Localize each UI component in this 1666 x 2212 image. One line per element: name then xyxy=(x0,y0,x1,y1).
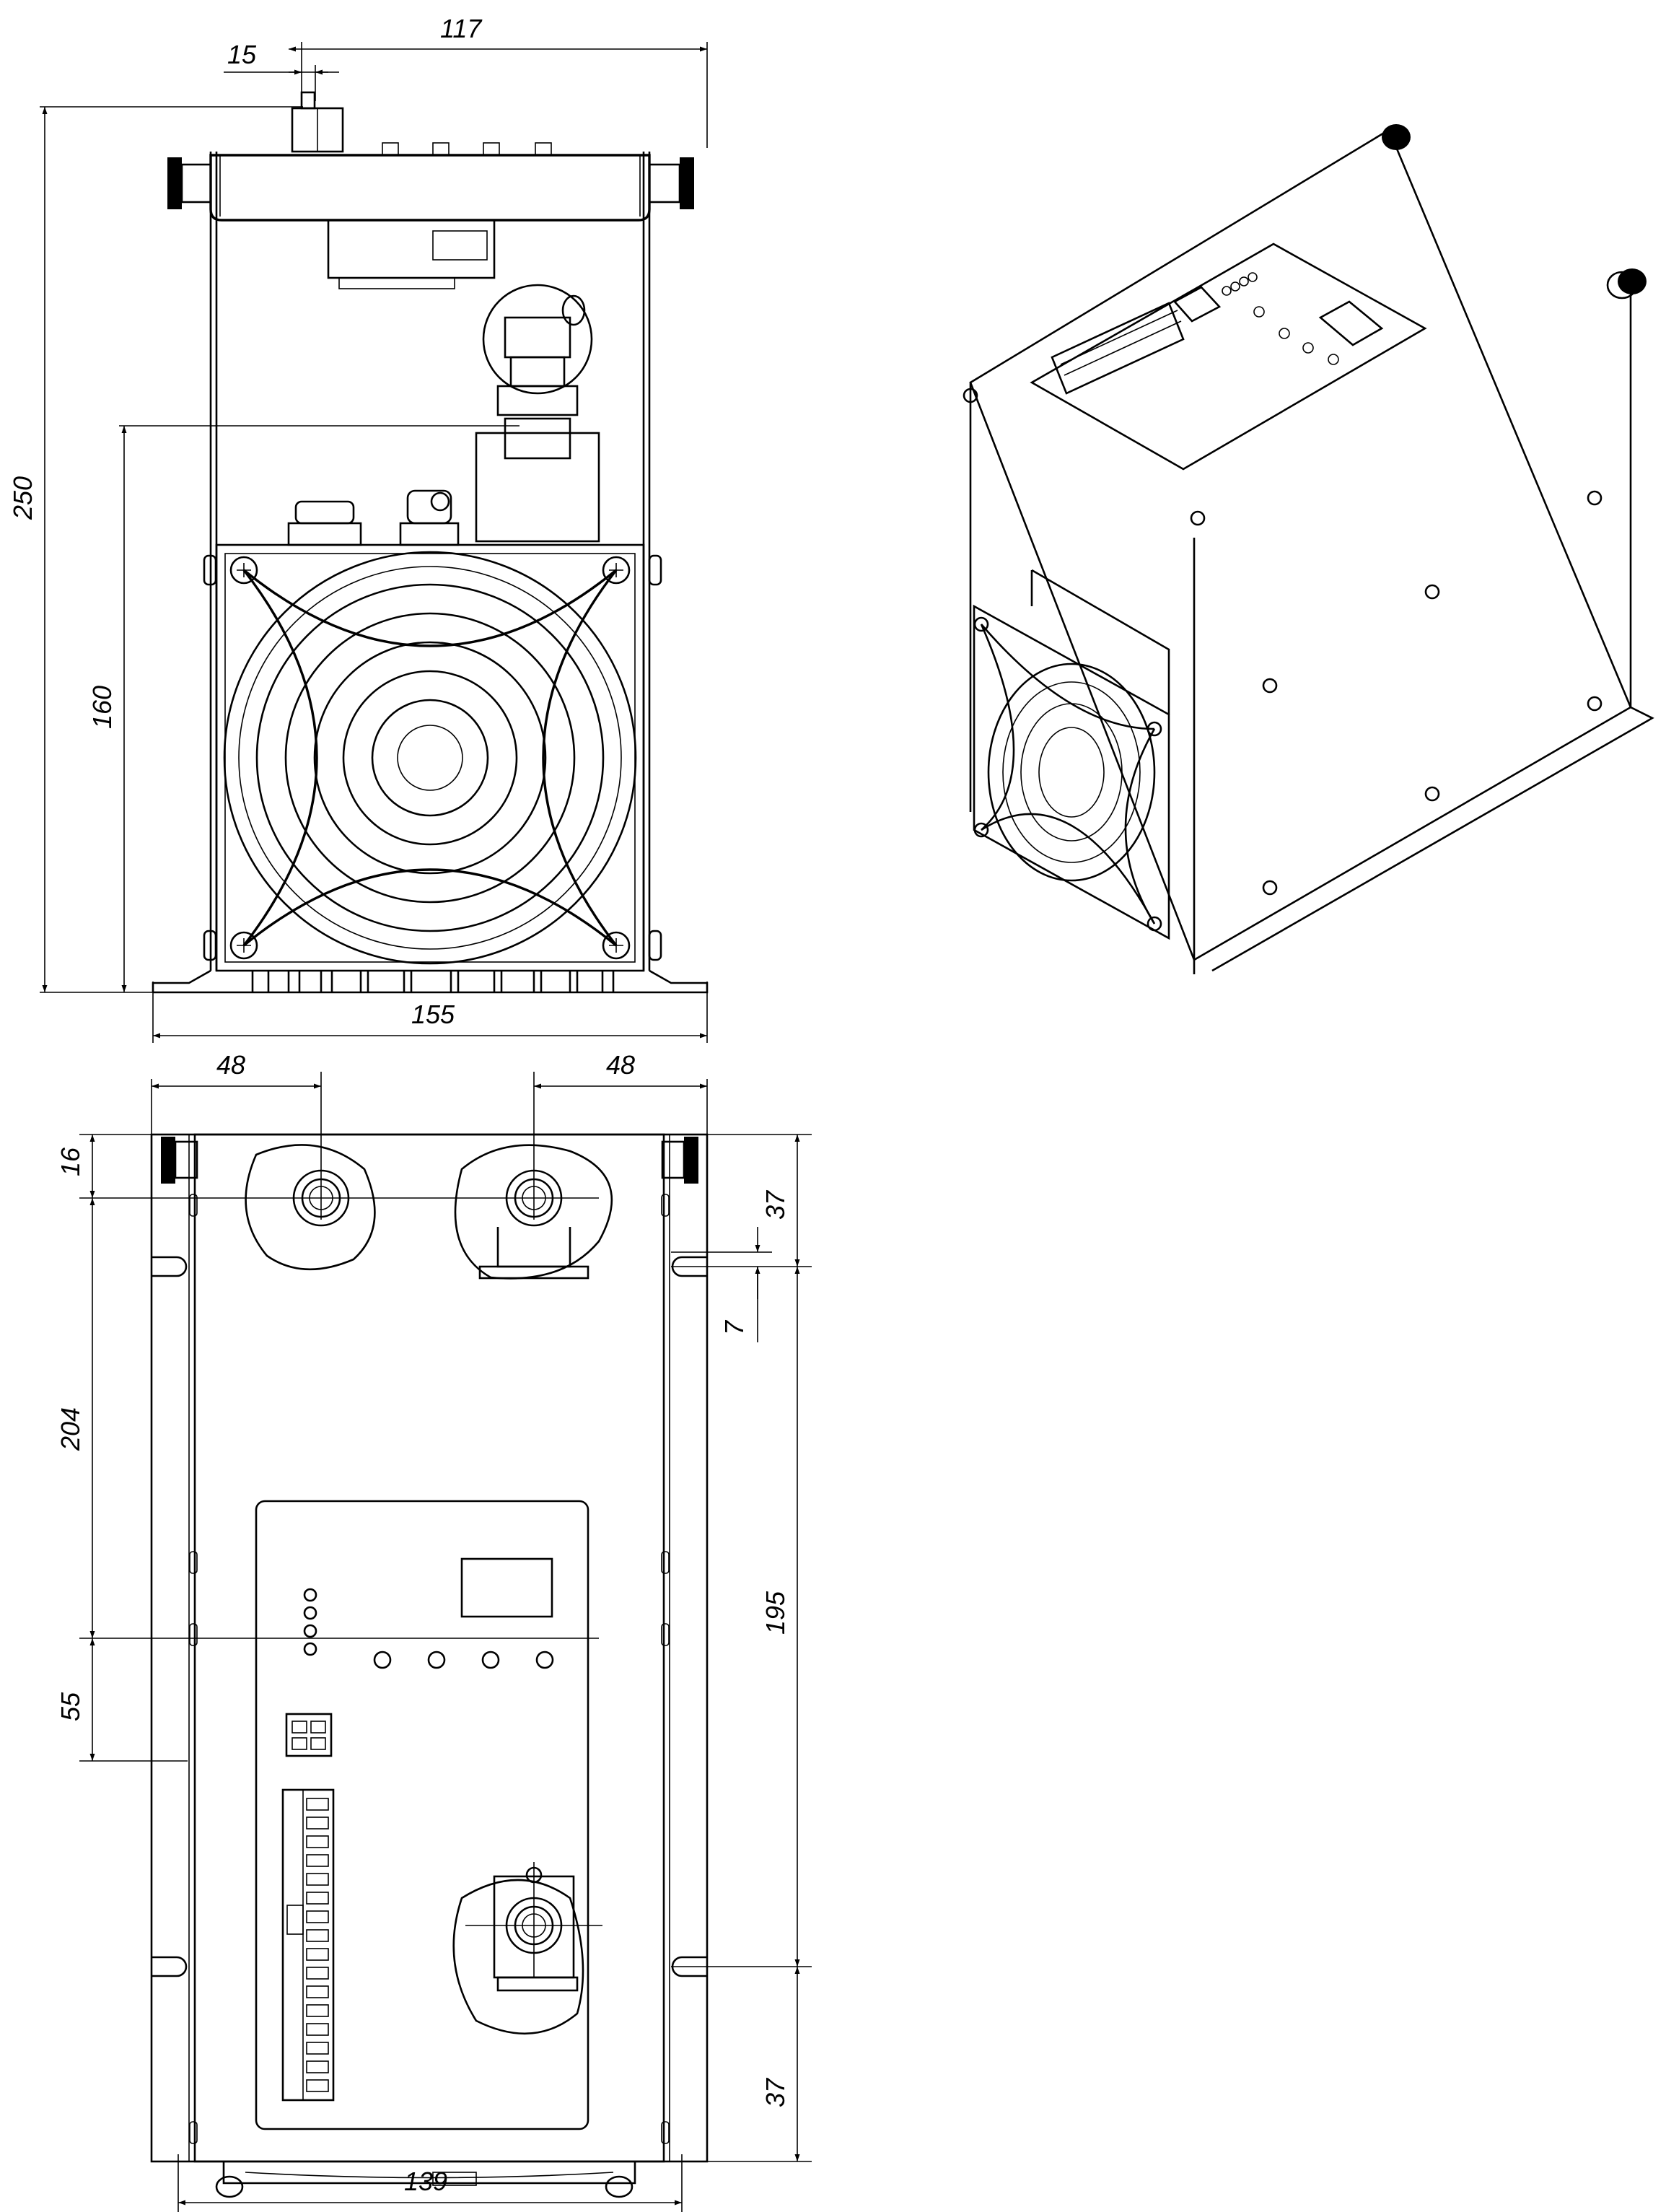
dim-155: 155 xyxy=(152,982,708,1043)
led-indicators xyxy=(303,1588,317,1656)
panel-buttons xyxy=(373,1651,554,1669)
fan-front xyxy=(203,543,662,992)
dim-label-250: 250 xyxy=(8,476,38,520)
terminal-bolt-right xyxy=(454,1144,613,1280)
dim-139: 139 xyxy=(177,2154,683,2212)
terminal-bolt-bottom xyxy=(452,1862,602,2035)
dim-label-16: 16 xyxy=(56,1147,85,1176)
dim-label-55: 55 xyxy=(56,1692,85,1721)
bolt-nut-1 xyxy=(287,500,362,546)
iso-small-connector xyxy=(1172,286,1222,323)
dim-label-204: 204 xyxy=(56,1407,85,1451)
dim-117: 117 xyxy=(289,14,708,148)
dim-48-left: 48 xyxy=(151,1050,322,1220)
dim-160: 160 xyxy=(87,425,519,992)
dim-204: 204 xyxy=(56,1198,599,1639)
dim-label-48-left: 48 xyxy=(216,1050,245,1080)
dim-label-48-right: 48 xyxy=(606,1050,635,1080)
bolt-nut-2 xyxy=(399,489,460,546)
iso-display xyxy=(1318,300,1384,346)
isometric-view xyxy=(963,124,1654,974)
dim-55: 55 xyxy=(56,1638,188,1762)
dim-195: 195 xyxy=(671,1267,812,1967)
terminal-bolt-left xyxy=(245,1144,376,1271)
dim-16: 16 xyxy=(56,1134,599,1199)
dim-label-195: 195 xyxy=(760,1591,790,1635)
iso-fan xyxy=(973,569,1170,940)
display-screen xyxy=(460,1557,553,1618)
dim-label-117: 117 xyxy=(440,14,483,43)
iso-panel xyxy=(1030,242,1427,471)
iso-top-plate xyxy=(969,124,1647,974)
enclosure-front xyxy=(152,91,709,994)
iso-side-wall xyxy=(963,289,1654,972)
cable-gland xyxy=(475,284,600,543)
top-terminal xyxy=(291,91,344,153)
dim-label-160: 160 xyxy=(87,686,117,729)
control-panel xyxy=(255,1500,602,2130)
dim-label-7: 7 xyxy=(719,1319,749,1335)
dim-15: 15 xyxy=(224,40,339,101)
dim-label-37-top: 37 xyxy=(760,1189,790,1220)
knob-left xyxy=(167,157,182,209)
dim-label-139: 139 xyxy=(404,2167,447,2196)
top-view: 48 48 16 204 55 xyxy=(56,1050,812,2212)
dim-250: 250 xyxy=(8,106,303,993)
knob-right xyxy=(680,157,694,209)
dim-7: 7 xyxy=(671,1227,772,1342)
dim-37-bottom: 37 xyxy=(664,1967,812,2162)
dim-label-37-bottom: 37 xyxy=(760,2077,790,2107)
iso-terminal-block xyxy=(1051,302,1185,395)
terminal-block xyxy=(281,1788,335,2102)
front-view: 117 15 250 160 155 xyxy=(8,14,709,1043)
enclosure-top xyxy=(150,1133,709,2198)
small-connector xyxy=(285,1713,333,1757)
dim-label-155: 155 xyxy=(411,1000,455,1029)
dim-label-15: 15 xyxy=(227,40,257,69)
